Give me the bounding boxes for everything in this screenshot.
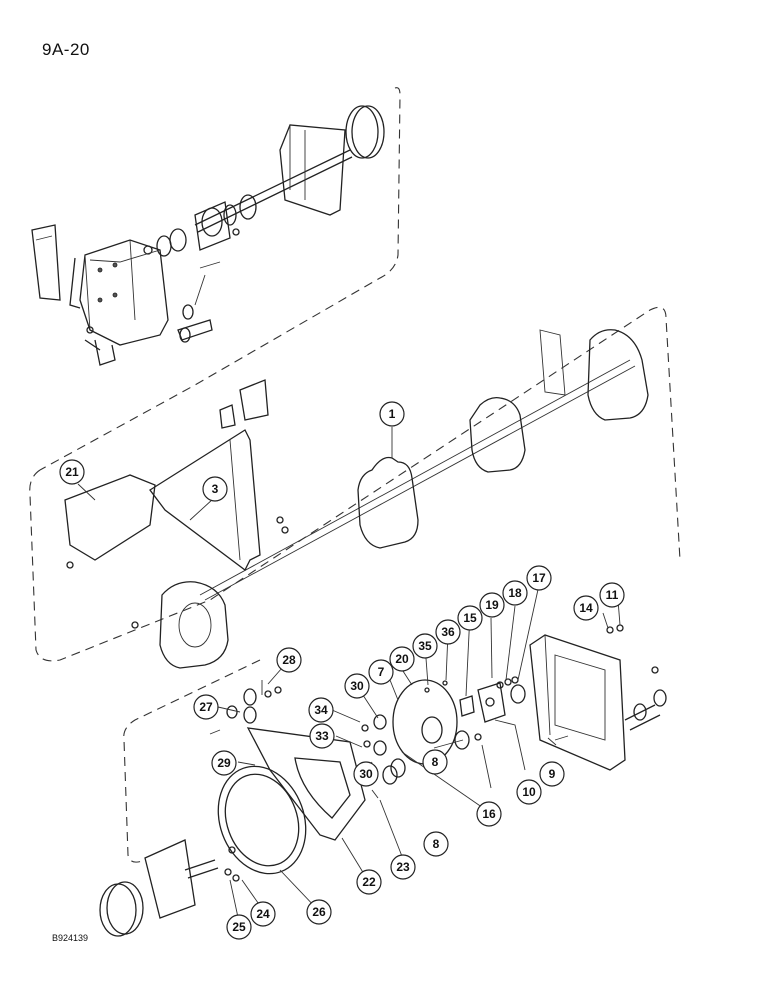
callout-26: 26 <box>306 899 332 925</box>
callout-9: 9 <box>539 761 565 787</box>
callout-22: 22 <box>356 869 382 895</box>
svg-text:29: 29 <box>217 756 231 770</box>
svg-text:14: 14 <box>579 601 593 615</box>
callout-21: 21 <box>59 459 85 485</box>
svg-text:17: 17 <box>532 571 546 585</box>
callout-16: 16 <box>476 801 502 827</box>
callout-30: 30 <box>344 673 370 699</box>
callout-25: 25 <box>226 914 252 940</box>
upper-assembly <box>31 105 385 366</box>
callout-8: 8 <box>422 749 448 775</box>
callout-15: 15 <box>457 605 483 631</box>
callout-3: 3 <box>202 476 228 502</box>
svg-text:19: 19 <box>485 598 499 612</box>
callout-20: 20 <box>389 646 415 672</box>
leader-lines <box>77 427 621 923</box>
svg-text:21: 21 <box>65 465 79 479</box>
callout-28: 28 <box>276 647 302 673</box>
callout-27: 27 <box>193 694 219 720</box>
callout-markers: 1 3 7 8 8 9 10 11 14 15 16 17 18 19 20 2… <box>59 401 625 940</box>
svg-text:24: 24 <box>256 907 270 921</box>
svg-text:35: 35 <box>418 639 432 653</box>
svg-text:30: 30 <box>359 767 373 781</box>
callout-14: 14 <box>573 595 599 621</box>
figure-code: B924139 <box>52 933 89 943</box>
callout-17: 17 <box>526 565 552 591</box>
svg-text:20: 20 <box>395 652 409 666</box>
svg-text:33: 33 <box>315 729 329 743</box>
callout-35: 35 <box>412 633 438 659</box>
svg-text:23: 23 <box>396 860 410 874</box>
lower-group-boundary <box>123 659 261 863</box>
callout-18: 18 <box>502 580 528 606</box>
svg-text:7: 7 <box>378 665 385 679</box>
callout-7: 7 <box>368 659 394 685</box>
svg-text:10: 10 <box>522 785 536 799</box>
upper-group-boundary <box>39 87 401 471</box>
middle-group-boundary <box>29 306 681 662</box>
svg-text:16: 16 <box>482 807 496 821</box>
svg-text:26: 26 <box>312 905 326 919</box>
svg-text:3: 3 <box>212 482 219 496</box>
callout-33: 33 <box>309 723 335 749</box>
svg-text:8: 8 <box>432 755 439 769</box>
svg-text:27: 27 <box>199 700 213 714</box>
callout-10: 10 <box>516 779 542 805</box>
page-number: 9A-20 <box>42 40 90 59</box>
svg-text:25: 25 <box>232 920 246 934</box>
callout-34: 34 <box>308 697 334 723</box>
callout-1: 1 <box>379 401 405 427</box>
callout-24: 24 <box>250 901 276 927</box>
svg-text:34: 34 <box>314 703 328 717</box>
svg-text:18: 18 <box>508 586 522 600</box>
callout-11: 11 <box>599 582 625 608</box>
middle-assembly <box>64 329 649 669</box>
svg-text:15: 15 <box>463 611 477 625</box>
svg-text:8: 8 <box>433 837 440 851</box>
svg-text:22: 22 <box>362 875 376 889</box>
svg-text:36: 36 <box>441 625 455 639</box>
callout-30-second: 30 <box>353 761 379 787</box>
callout-19: 19 <box>479 592 505 618</box>
svg-text:1: 1 <box>389 407 396 421</box>
svg-text:30: 30 <box>350 679 364 693</box>
callout-23: 23 <box>390 854 416 880</box>
callout-36: 36 <box>435 619 461 645</box>
callout-8-second: 8 <box>423 831 449 857</box>
callout-29: 29 <box>211 750 237 776</box>
lower-assembly <box>99 624 667 937</box>
svg-text:9: 9 <box>549 767 556 781</box>
svg-text:28: 28 <box>282 653 296 667</box>
svg-text:11: 11 <box>606 588 619 602</box>
